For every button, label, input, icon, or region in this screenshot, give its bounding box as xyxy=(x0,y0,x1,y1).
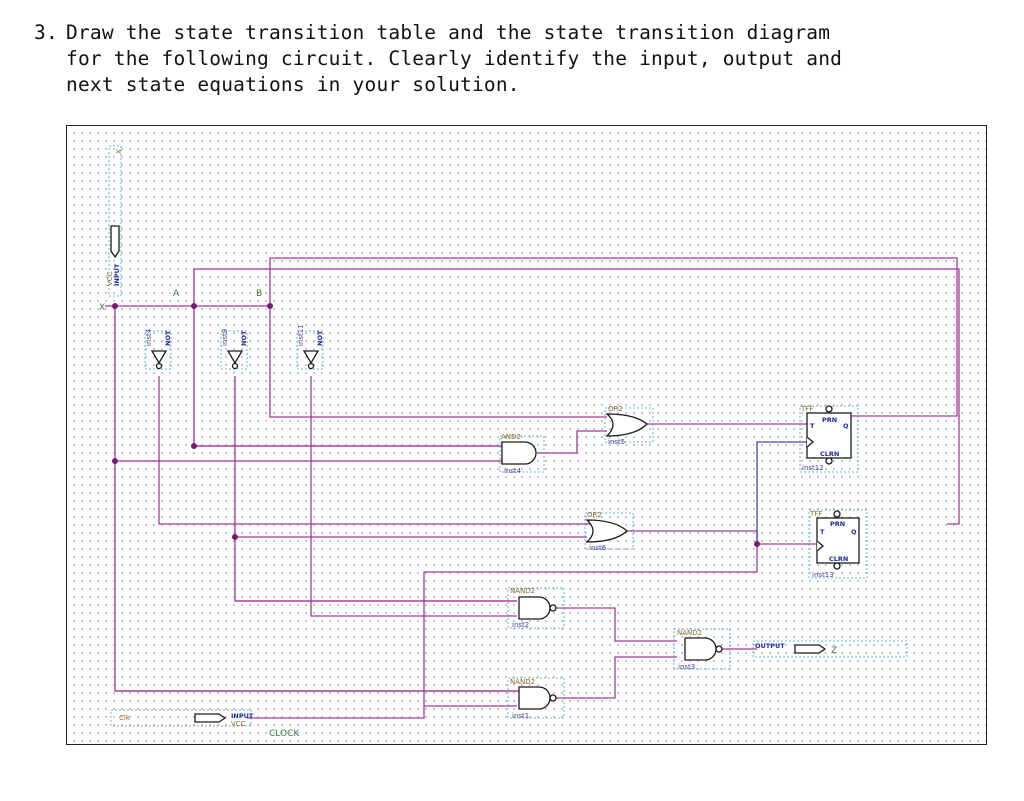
x-pin-name: X xyxy=(115,149,123,154)
clk-pin-vcc: VCC xyxy=(231,720,246,728)
x-pin-vcc: VCC xyxy=(106,271,114,286)
net-label-clock: CLOCK xyxy=(269,729,300,739)
or-mid-type: OR2 xyxy=(587,511,602,519)
junction-nota-or xyxy=(232,534,238,540)
junction-clock xyxy=(754,541,760,547)
junction-x xyxy=(112,303,118,309)
or-top-type: OR2 xyxy=(608,405,623,413)
output-pin: OUTPUT Z xyxy=(752,640,908,658)
tff1-q: Q xyxy=(843,422,849,430)
junction-a-and xyxy=(191,443,197,449)
wire-clock-ff1 xyxy=(756,441,807,544)
net-label-b: B xyxy=(256,289,262,299)
output-pin-type: OUTPUT xyxy=(755,642,785,650)
tff2-clrn: CLRN xyxy=(829,555,848,563)
question-number: 3. xyxy=(34,21,58,44)
wire-notb xyxy=(310,376,517,617)
nand-out-inst: inst3 xyxy=(678,663,695,671)
nand-gate-a: NAND2 inst2 xyxy=(507,587,565,629)
inverter-b-inst: inst11 xyxy=(297,324,305,346)
inverter-a-type: NOT xyxy=(240,330,248,346)
clk-input-pin: Clk INPUT VCC CLOCK xyxy=(110,709,300,739)
or-top-inst: inst5 xyxy=(608,438,625,446)
tff2-prn: PRN xyxy=(830,520,845,528)
wire-a-down xyxy=(193,306,502,447)
wire-a-top xyxy=(193,268,960,525)
wire-x-bus xyxy=(114,306,523,692)
wire-and-out xyxy=(537,430,607,454)
junction-x-and xyxy=(112,458,118,464)
wire-nota xyxy=(234,376,517,602)
wire-or2-out xyxy=(627,530,817,545)
inverter-b-type: NOT xyxy=(316,330,324,346)
and-inst: inst4 xyxy=(504,467,522,475)
tff1-clrn: CLRN xyxy=(820,450,839,458)
tff-2: TFF PRN T Q CLRN inst13 xyxy=(808,509,868,579)
clk-pin-type: INPUT xyxy=(231,712,254,720)
inverter-x: NOT inst4 xyxy=(144,328,172,370)
nand-a-type: NAND2 xyxy=(510,587,535,595)
tff-1: TFF PRN T Q CLRN inst12 xyxy=(799,405,859,473)
tff1-t: T xyxy=(810,422,815,430)
wire-nanda-out xyxy=(555,607,677,642)
question-line-2: for the following circuit. Clearly ident… xyxy=(66,47,843,70)
or-gate-mid: OR2 inst6 xyxy=(584,511,634,552)
clk-name: Clk xyxy=(119,714,131,722)
or-mid-inst: inst6 xyxy=(589,544,607,552)
question-line-3: next state equations in your solution. xyxy=(66,73,520,96)
nand-b-type: NAND2 xyxy=(510,678,535,686)
schematic-svg: X INPUT VCC X A B NOT inst4 NOT inst9 NO… xyxy=(99,145,960,739)
tff1-type: TFF xyxy=(800,405,813,413)
inverter-a: NOT inst9 xyxy=(220,329,248,370)
wire-b-down xyxy=(269,306,607,418)
net-label-a: A xyxy=(173,289,180,299)
x-input-symbol xyxy=(110,225,120,259)
wire-clock xyxy=(247,544,758,719)
inverter-a-inst: inst9 xyxy=(221,329,229,346)
junction-a xyxy=(191,303,197,309)
tff1-prn: PRN xyxy=(822,416,837,424)
or-gate-top: OR2 inst5 xyxy=(604,405,654,446)
net-label-x: X xyxy=(99,303,105,313)
inverter-x-type: NOT xyxy=(164,330,172,346)
tff2-q: Q xyxy=(851,528,857,536)
wire-b-top xyxy=(269,257,958,417)
nand-gate-output: NAND2 inst3 xyxy=(673,628,731,671)
wire-nandb-out xyxy=(555,656,677,699)
x-pin-box xyxy=(108,145,122,297)
wire-notx xyxy=(158,376,607,525)
schematic-canvas: X INPUT VCC X A B NOT inst4 NOT inst9 NO… xyxy=(66,125,987,745)
inverter-b: NOT inst11 xyxy=(296,324,324,370)
junction-b xyxy=(267,303,273,309)
nand-out-type: NAND2 xyxy=(677,629,702,637)
tff2-type: TFF xyxy=(809,510,822,518)
tff2-t: T xyxy=(820,528,825,536)
question-text: 3. Draw the state transition table and th… xyxy=(34,20,994,98)
tff2-inst: inst13 xyxy=(812,571,834,579)
and-type: AND2 xyxy=(501,433,521,441)
nand-a-inst: inst2 xyxy=(512,621,529,629)
x-pin-type: INPUT xyxy=(113,263,121,286)
question-line-1: Draw the state transition table and the … xyxy=(66,21,831,44)
and-gate: AND2 inst4 xyxy=(499,433,545,475)
inverter-x-inst: inst4 xyxy=(145,328,153,346)
nand-b-inst: inst1 xyxy=(512,712,529,720)
nand-gate-b: NAND2 inst1 xyxy=(507,677,565,720)
output-name: Z xyxy=(831,646,837,656)
tff1-inst: inst12 xyxy=(802,464,824,472)
